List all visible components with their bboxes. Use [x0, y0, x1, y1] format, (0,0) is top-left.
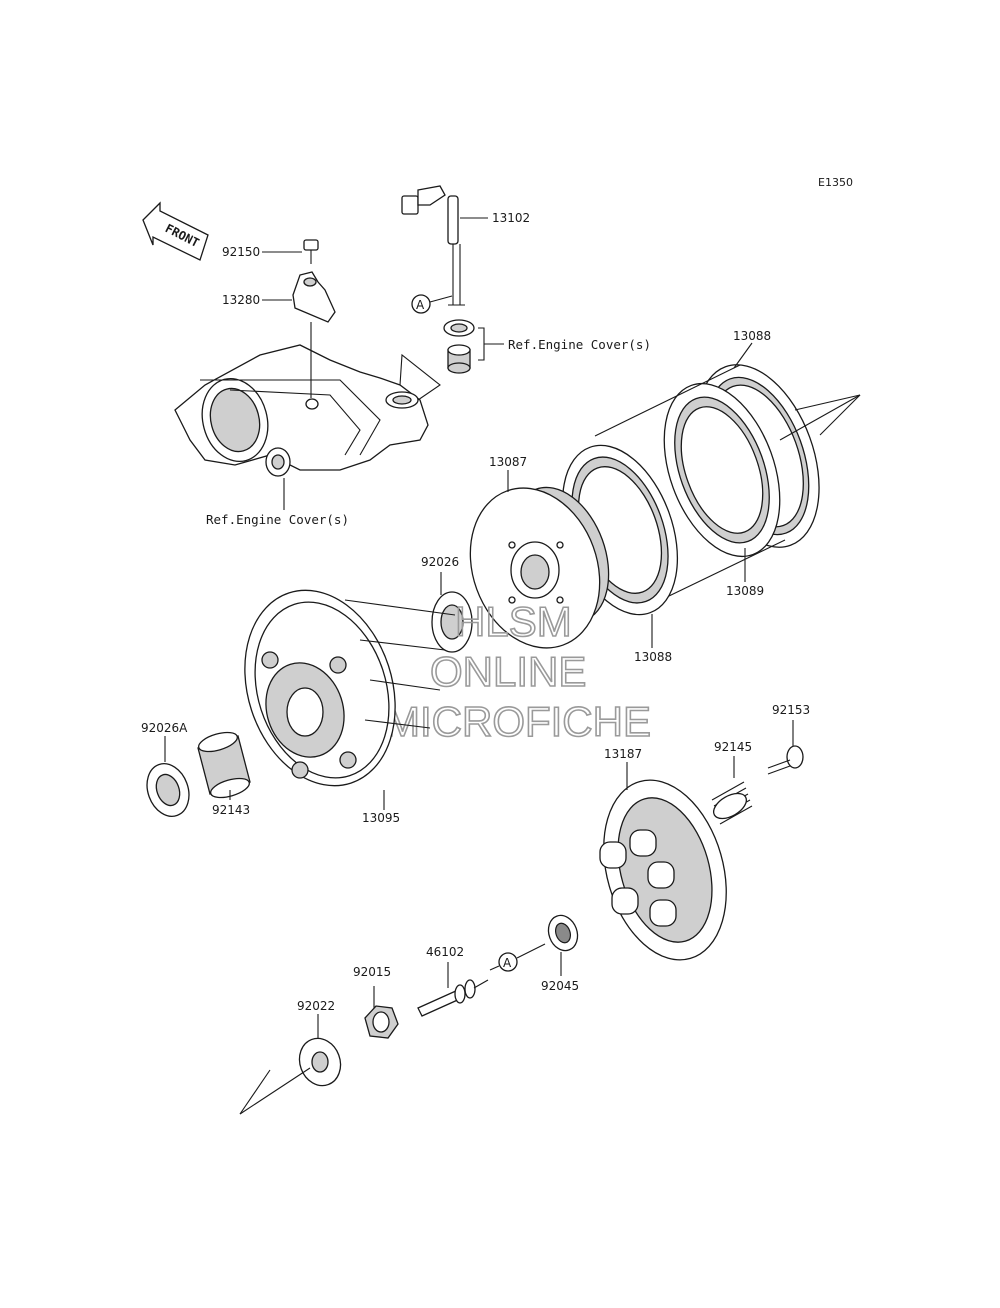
part-label-92150: 92150 — [222, 245, 260, 259]
clutch-hub-13087-icon — [469, 486, 610, 649]
part-label-92145: 92145 — [714, 740, 752, 754]
bearing-92045-icon — [547, 914, 579, 952]
axis-arrow-upper-a — [794, 394, 861, 411]
axis-line-lower — [239, 1067, 311, 1115]
push-lever-13102-icon — [401, 185, 465, 306]
part-label-13087: 13087 — [489, 455, 527, 469]
leader-marker-a-bottom — [516, 943, 546, 959]
spring-92145-icon — [711, 781, 753, 825]
sleeve-92143-icon — [197, 731, 251, 799]
part-label-13095: 13095 — [362, 811, 400, 825]
part-label-92022: 92022 — [297, 999, 335, 1013]
callout-marker-a-bottom — [498, 952, 518, 972]
ref-engine-cover-top: Ref.Engine Cover(s) — [508, 337, 651, 352]
washer-92026A-icon — [146, 763, 190, 817]
washer-92022-icon — [298, 1037, 342, 1087]
part-label-92045: 92045 — [541, 979, 579, 993]
ref-bracket — [478, 327, 485, 361]
bolt-92150-icon — [303, 239, 319, 264]
part-label-13088-top: 13088 — [733, 329, 771, 343]
part-label-13089: 13089 — [726, 584, 764, 598]
front-arrow-icon: FRONT — [142, 201, 209, 261]
watermark-line-2: ONLINE — [430, 648, 586, 695]
axis-line-upper — [779, 394, 861, 441]
watermark-line-1: HLSM — [455, 598, 572, 645]
part-label-13280: 13280 — [222, 293, 260, 307]
housing-bushing-leader — [399, 353, 441, 401]
leader-marker-a-link — [489, 965, 500, 971]
part-label-46102: 46102 — [426, 945, 464, 959]
part-label-13102: 13102 — [492, 211, 530, 225]
part-label-92015: 92015 — [353, 965, 391, 979]
clutch-housing-13095-icon — [244, 589, 456, 787]
ref-engine-cover-left: Ref.Engine Cover(s) — [206, 512, 349, 527]
part-label-92026: 92026 — [421, 555, 459, 569]
nut-92015-icon — [364, 1005, 399, 1039]
watermark: HLSM ONLINE MICROFICHE — [384, 597, 652, 746]
part-label-92153: 92153 — [772, 703, 810, 717]
steel-plate-13089-icon — [663, 382, 781, 558]
leader-13088-top — [733, 342, 753, 369]
bracket-13280-icon — [292, 271, 336, 398]
callout-marker-a-bottom-label: A — [503, 956, 512, 970]
push-rod-46102-icon — [417, 979, 489, 1017]
diagram-code: E1350 — [818, 176, 853, 189]
callout-marker-a-top-label: A — [416, 298, 425, 312]
washer-92026-icon — [431, 591, 473, 653]
oil-seal-icon — [443, 319, 475, 337]
pressure-plate-13187-icon — [599, 779, 727, 961]
needle-bearing-icon — [447, 344, 471, 374]
part-label-13088-bottom: 13088 — [634, 650, 672, 664]
engine-cover-housing — [174, 344, 429, 477]
watermark-line-3: MICROFICHE — [385, 698, 651, 745]
bolt-92153-icon — [767, 745, 804, 775]
part-label-13187: 13187 — [604, 747, 642, 761]
axis-arrow-upper-b — [819, 394, 861, 436]
callout-marker-a-top — [411, 294, 431, 314]
axis-guide-1 — [594, 364, 741, 437]
housing-bushing — [385, 391, 419, 409]
axis-arrow-lower-a — [239, 1069, 271, 1115]
leader-marker-a-top — [429, 295, 453, 303]
part-label-92143: 92143 — [212, 803, 250, 817]
part-label-92026A: 92026A — [141, 721, 188, 735]
